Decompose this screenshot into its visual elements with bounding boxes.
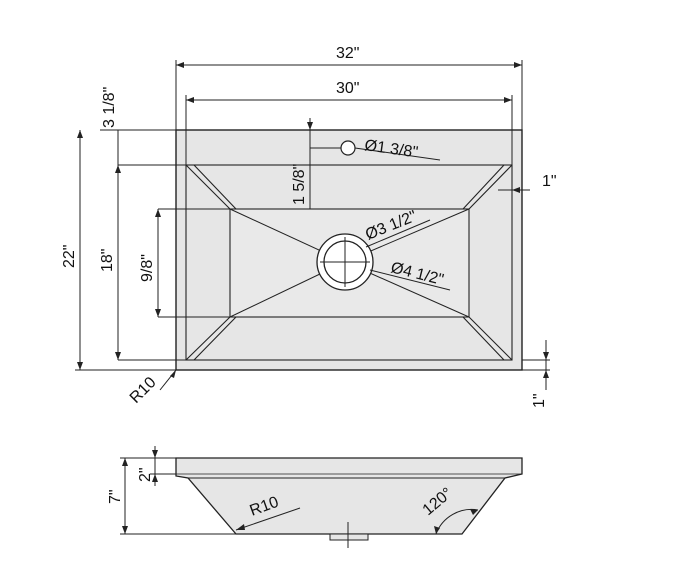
tap-hole [340, 140, 356, 156]
dimension-lines [75, 60, 550, 391]
drain [316, 233, 374, 291]
arrowheads [77, 62, 549, 378]
side-arrowheads [122, 450, 478, 534]
label-top-offset: 3 1/8" [101, 87, 118, 128]
label-right-rim: 1" [542, 173, 557, 190]
side-profile [175, 457, 523, 535]
side-drain-stub [329, 533, 369, 541]
label-corner-radius: R10 [127, 374, 160, 407]
label-side-height: 7" [107, 489, 124, 504]
label-inner-width: 30" [336, 80, 359, 97]
label-bottom-rim: 1" [531, 393, 548, 408]
label-drain-offset: 9/8" [139, 254, 156, 282]
side-view [175, 457, 523, 548]
label-overall-depth: 22" [61, 245, 78, 268]
label-drain-y: 1 5/8" [291, 164, 308, 205]
label-overall-width: 32" [336, 45, 359, 62]
label-side-rim: 2" [137, 467, 154, 482]
sink-bowl-top-edge [185, 164, 513, 361]
bowl-corner-lines [185, 164, 513, 361]
label-inner-depth: 18" [99, 249, 116, 272]
top-view [175, 129, 523, 371]
